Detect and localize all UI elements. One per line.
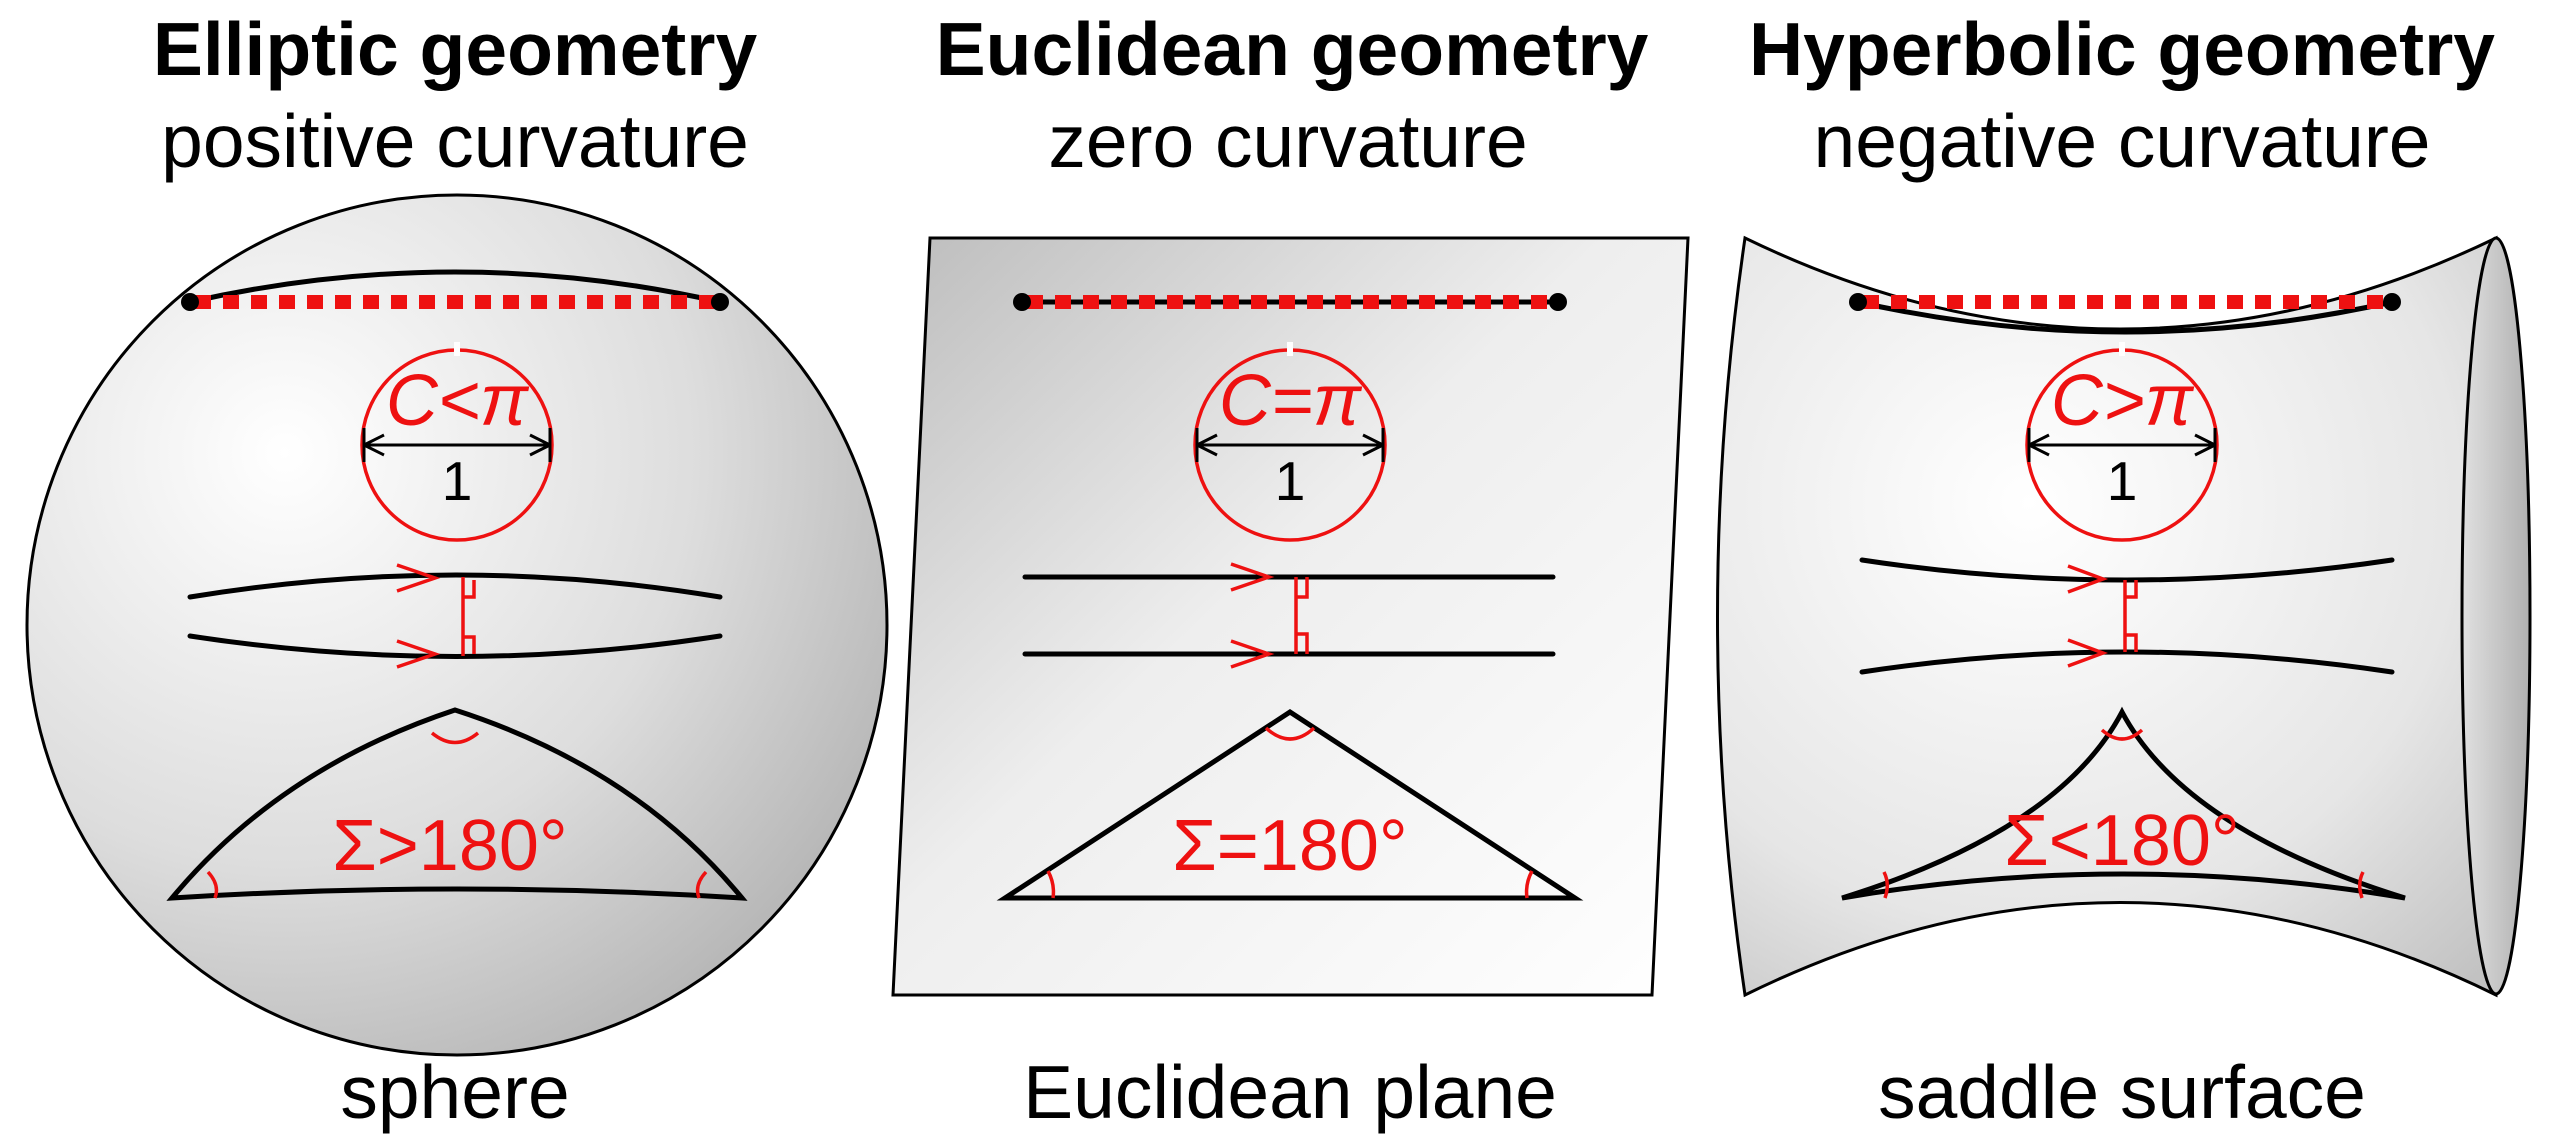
euclidean-arrow-upper <box>1230 562 1275 592</box>
elliptic-endpoint-left <box>181 293 199 311</box>
euclidean-triangle <box>996 709 1584 901</box>
elliptic-geodesic-line <box>187 269 723 305</box>
hyperbolic-endpoint-right <box>2383 293 2401 311</box>
elliptic-caption: sphere <box>340 1050 569 1134</box>
elliptic-triangle <box>166 707 748 901</box>
elliptic-angle-left <box>206 870 219 899</box>
euclidean-angle-top <box>1264 726 1316 741</box>
euclidean-title: Euclidean geometry <box>936 7 1649 91</box>
euclidean-arrow-lower <box>1230 639 1275 669</box>
euclidean-endpoint-left <box>1013 293 1031 311</box>
hyperbolic-circumference-label: C>π <box>2051 361 2195 441</box>
panel-hyperbolic: Hyperbolic geometry negative curvature C… <box>1716 7 2532 1134</box>
sphere-surface <box>25 193 889 1057</box>
saddle-rim <box>2460 236 2532 996</box>
hyperbolic-angle-left <box>1882 871 1889 899</box>
elliptic-endpoint-right <box>711 293 729 311</box>
elliptic-arrow-upper <box>396 563 441 593</box>
elliptic-title: Elliptic geometry <box>153 7 758 91</box>
hyperbolic-angle-top <box>2100 728 2144 741</box>
hyperbolic-triangle <box>1841 706 2406 901</box>
hyperbolic-angle-right <box>2358 871 2365 899</box>
euclidean-caption: Euclidean plane <box>1023 1050 1557 1134</box>
hyperbolic-arrow-upper <box>2067 564 2109 594</box>
hyperbolic-endpoint-left <box>1849 293 1867 311</box>
euclidean-endpoint-right <box>1549 293 1567 311</box>
elliptic-arrow-lower <box>396 639 441 669</box>
panel-elliptic: Elliptic geometry positive curvature C<π… <box>25 7 889 1134</box>
saddle-surface <box>1716 235 2498 998</box>
euclidean-angle-sum-label: Σ=180° <box>1172 806 1407 886</box>
elliptic-angle-right <box>695 870 708 899</box>
elliptic-circumference-label: C<π <box>386 361 530 441</box>
elliptic-angle-top <box>430 731 480 745</box>
euclidean-diameter-label: 1 <box>1275 450 1306 512</box>
panel-euclidean: Euclidean geometry zero curvature C=π 1 … <box>891 7 1690 1134</box>
hyperbolic-title: Hyperbolic geometry <box>1749 7 2495 91</box>
elliptic-line-upper <box>187 572 723 600</box>
euclidean-subtitle: zero curvature <box>1048 99 1527 183</box>
euclidean-angle-left <box>1046 870 1056 899</box>
hyperbolic-caption: saddle surface <box>1878 1050 2366 1134</box>
hyperbolic-subtitle: negative curvature <box>1813 99 2430 183</box>
elliptic-line-lower <box>187 633 723 659</box>
euclidean-angle-right <box>1524 870 1534 899</box>
elliptic-angle-sum-label: Σ>180° <box>332 806 567 886</box>
hyperbolic-angle-sum-label: Σ<180° <box>2004 801 2239 881</box>
euclidean-plane-surface <box>891 236 1690 997</box>
hyperbolic-diameter-label: 1 <box>2107 450 2138 512</box>
hyperbolic-geodesic-line <box>1855 299 2395 335</box>
hyperbolic-arrow-lower <box>2067 638 2109 668</box>
elliptic-subtitle: positive curvature <box>161 99 749 183</box>
elliptic-diameter-label: 1 <box>442 450 473 512</box>
euclidean-circumference-label: C=π <box>1219 361 1363 441</box>
